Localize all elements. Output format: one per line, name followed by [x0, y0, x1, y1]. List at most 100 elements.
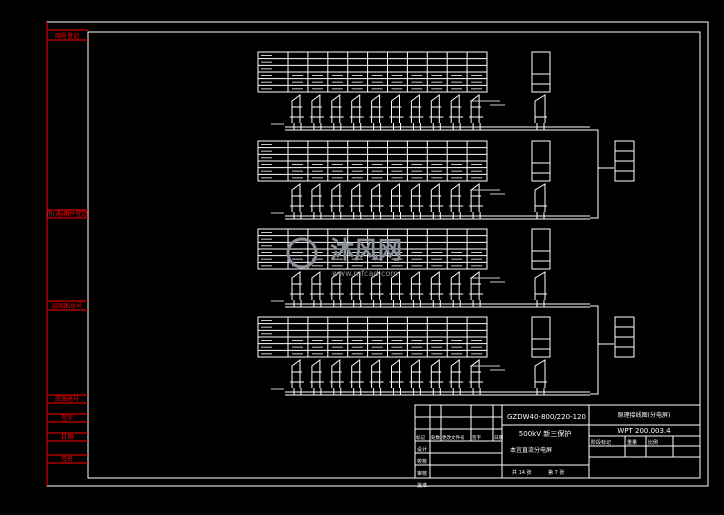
circuit-breaker	[369, 271, 384, 307]
circuit-breaker	[309, 359, 324, 395]
change-header: 签字	[472, 434, 481, 441]
watermark-url: www.mfcad.com	[332, 269, 398, 278]
breaker-symbol-icon	[409, 94, 424, 123]
circuit-breaker	[290, 271, 304, 307]
breaker-symbol-icon	[429, 94, 444, 123]
incoming-breaker	[534, 183, 547, 219]
circuit-breaker	[429, 271, 444, 307]
circuit-breaker	[329, 359, 344, 395]
margin-label: 底图总号	[55, 395, 79, 403]
incoming-box	[531, 316, 551, 358]
incoming-box	[531, 51, 551, 93]
breaker-symbol-icon	[369, 359, 384, 388]
circuit-breaker	[329, 183, 344, 219]
circuit-breaker	[449, 94, 464, 130]
circuit-breaker	[290, 183, 304, 219]
margin-label: 签字	[61, 414, 73, 422]
circuit-breaker	[409, 183, 424, 219]
breaker-symbol-icon	[349, 271, 364, 300]
breaker-symbol-icon	[449, 271, 464, 300]
panel-link	[590, 305, 614, 395]
breaker-symbol-icon	[469, 94, 484, 123]
change-header: 日期	[494, 435, 503, 441]
stage-header: 比例	[648, 439, 658, 446]
circuit-breaker	[369, 94, 384, 130]
circuit-breaker	[389, 183, 404, 219]
breaker-symbol-icon	[409, 271, 424, 300]
circuit-breaker	[290, 94, 304, 130]
breaker-symbol-icon	[389, 94, 404, 123]
margin-label: 签名	[61, 455, 73, 463]
circuit-breaker	[329, 94, 344, 130]
change-header: 处数	[431, 434, 440, 441]
incoming-breaker	[534, 271, 547, 307]
sign-row-label: 审核	[417, 470, 427, 477]
breaker-symbol-icon	[309, 359, 324, 388]
watermark-text: 沐风网	[330, 236, 402, 264]
breaker-symbol-icon	[469, 359, 484, 388]
circuit-breaker	[349, 94, 364, 130]
breaker-symbol-icon	[409, 359, 424, 388]
circuit-breaker	[409, 271, 424, 307]
breaker-symbol-icon	[389, 183, 404, 212]
sheet-index: 第 7 张	[548, 469, 564, 476]
breaker-symbol-icon	[349, 183, 364, 212]
breaker-symbol-icon	[349, 359, 364, 388]
circuit-breaker	[469, 94, 484, 130]
panel-1	[257, 51, 590, 131]
product-code: GZDW40-800/220-120	[507, 413, 586, 421]
breaker-symbol-icon	[329, 183, 344, 212]
breaker-symbol-icon	[449, 183, 464, 212]
sign-row-label: 批准	[417, 482, 427, 489]
circuit-breaker	[449, 271, 464, 307]
sheet-total: 共 14 张	[512, 469, 532, 476]
breaker-symbol-icon	[329, 94, 344, 123]
breaker-symbol-icon	[290, 183, 304, 212]
breaker-symbol-icon	[329, 271, 344, 300]
breaker-symbol-icon	[429, 359, 444, 388]
drawing-frame	[46, 21, 709, 487]
inner-frame	[87, 31, 701, 479]
circuit-breaker	[290, 359, 304, 395]
breaker-symbol-icon	[309, 183, 324, 212]
circuit-breaker	[469, 271, 484, 307]
sign-row-label: 设计	[417, 446, 427, 453]
breaker-symbol-icon	[290, 94, 304, 123]
breaker-symbol-icon	[389, 359, 404, 388]
breaker-symbol-icon	[389, 271, 404, 300]
circuit-breaker	[469, 183, 484, 219]
circuit-breaker	[449, 359, 464, 395]
breaker-symbol-icon	[429, 183, 444, 212]
breaker-symbol-icon	[369, 183, 384, 212]
change-header: 标记	[416, 434, 425, 441]
circuit-breaker	[369, 359, 384, 395]
breaker-symbol-icon	[449, 94, 464, 123]
margin-label: 借(通)用件登记	[47, 210, 88, 218]
sign-row-label: 校核	[417, 458, 427, 465]
stage-header: 重量	[627, 439, 637, 446]
circuit-breaker	[429, 359, 444, 395]
panel-schematics	[257, 51, 635, 396]
breaker-symbol-icon	[449, 359, 464, 388]
circuit-breaker	[469, 359, 484, 395]
incoming-box	[531, 140, 551, 182]
breaker-symbol-icon	[329, 359, 344, 388]
margin-label: 日期	[61, 433, 73, 441]
breaker-symbol-icon	[290, 359, 304, 388]
watermark-circle-icon	[286, 237, 318, 269]
panel-name: 本宜直流分电屏	[510, 446, 552, 454]
breaker-symbol-icon	[534, 359, 547, 388]
margin-label: 旧底图总号	[52, 302, 82, 310]
breaker-symbol-icon	[469, 271, 484, 300]
circuit-breaker	[369, 183, 384, 219]
circuit-breaker	[309, 94, 324, 130]
breaker-symbol-icon	[309, 271, 324, 300]
incoming-breaker	[534, 359, 547, 395]
incoming-box	[531, 228, 551, 270]
panel-4	[257, 316, 635, 396]
incoming-breaker	[534, 94, 547, 130]
circuit-breaker	[349, 359, 364, 395]
panel-link	[590, 129, 614, 219]
